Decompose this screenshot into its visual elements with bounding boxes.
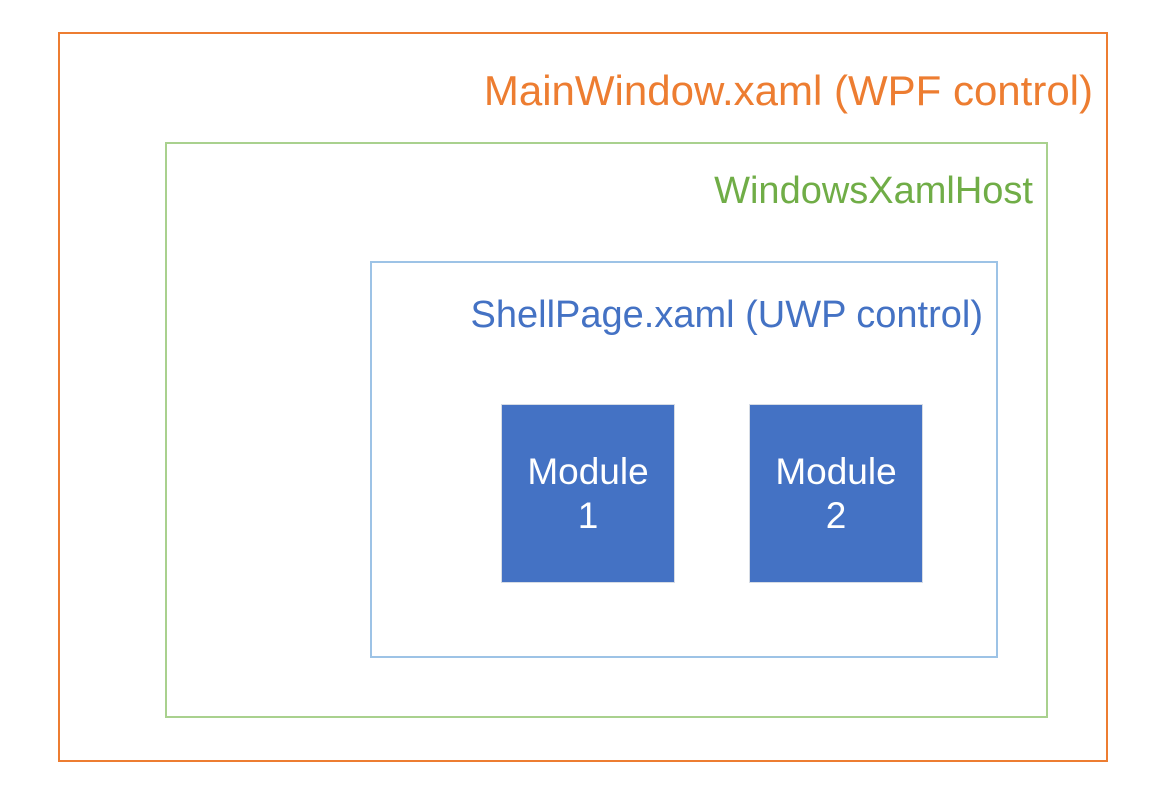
module-2-number: 2	[825, 494, 847, 536]
layer-shellpage-label: ShellPage.xaml (UWP control)	[470, 294, 983, 336]
layer-shellpage-rectangle	[370, 261, 998, 658]
layer-mainwindow-label: MainWindow.xaml (WPF control)	[483, 67, 1093, 114]
module-1-name: Module	[527, 450, 649, 492]
module-1-number: 1	[577, 494, 599, 536]
module-2-name: Module	[775, 450, 897, 492]
layer-windowsxamlhost-label: WindowsXamlHost	[714, 170, 1033, 212]
layer-mainwindow-rectangle	[58, 32, 1108, 762]
layer-windowsxamlhost-rectangle	[165, 142, 1048, 718]
module-2-box: Module 2	[749, 404, 923, 583]
module-1-box: Module 1	[501, 404, 675, 583]
